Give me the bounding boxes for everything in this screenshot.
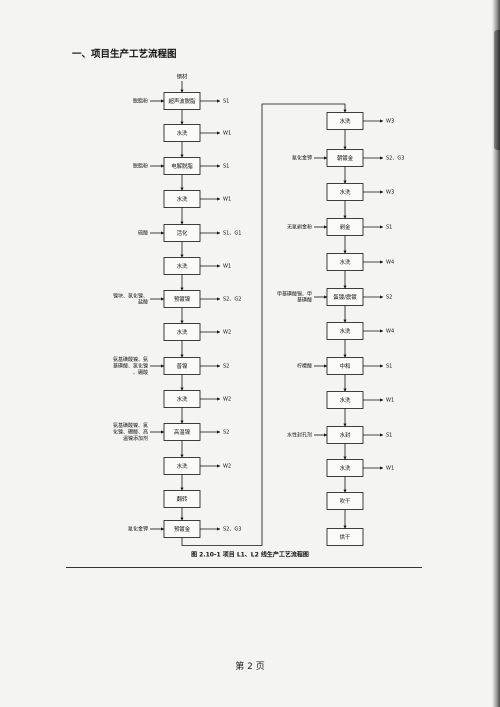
right_column-input-label-line: 无氰剥金粉 bbox=[287, 224, 312, 231]
left_column-step-label: 水洗 bbox=[177, 395, 188, 403]
left_column-step-label: 高温镍 bbox=[174, 428, 191, 436]
left_column-output-label: S2、G3 bbox=[223, 527, 241, 533]
left_column-output-label: W2 bbox=[223, 397, 231, 403]
left_column-input-label-line: 温镍添加剂 bbox=[123, 435, 148, 442]
right_column-input-label-line: 基磺酸 bbox=[297, 297, 312, 304]
left_column-input-label-line: 基磺酸、氯化镍 bbox=[113, 363, 148, 370]
right_column-output-label: S1 bbox=[386, 364, 392, 370]
right_column-step-label: 水洗 bbox=[340, 258, 351, 266]
left_column-output-label: S1 bbox=[223, 99, 229, 105]
left_column-step-label: 电解脱脂 bbox=[171, 162, 193, 170]
right_column-step-label: 水封 bbox=[340, 431, 351, 439]
left_column-input-label-line: 硫酸 bbox=[138, 230, 148, 237]
page-number: 第 2 页 bbox=[235, 662, 265, 672]
left_column-input-label-line: 脱脂粉 bbox=[133, 98, 148, 105]
right_column-output-label: W1 bbox=[386, 398, 394, 404]
right_column-input-label-line: 氰化金钾 bbox=[292, 155, 312, 162]
right_column-output-label: W4 bbox=[386, 329, 394, 335]
right_column-step-label: 中和 bbox=[340, 362, 351, 370]
left_column-step-label: 预镀金 bbox=[174, 525, 191, 533]
left_column-step-label: 水洗 bbox=[177, 462, 188, 470]
left_column-input-label-line: 化镍、硼酸、高 bbox=[113, 429, 148, 436]
right_column-input-label-line: 甲基磺酸锡、甲 bbox=[277, 290, 312, 297]
scan-binder-clip bbox=[494, 30, 500, 150]
left_column-step-label: 活化 bbox=[177, 229, 188, 237]
right_column-output-label: W4 bbox=[386, 260, 394, 266]
right_column-step-label: 朝镀金 bbox=[337, 154, 354, 162]
scan-edge-shadow bbox=[492, 0, 500, 707]
left_column-output-label: S1、G1 bbox=[223, 231, 241, 237]
bottom-rule bbox=[66, 567, 422, 568]
right_column-output-label: S1 bbox=[386, 225, 392, 231]
raw-material-label: 钢材 bbox=[177, 73, 188, 81]
left_column-step-label: 水洗 bbox=[177, 195, 188, 203]
left_column-input-label-line: 、硼酸 bbox=[133, 369, 148, 376]
right_column-output-label: W3 bbox=[386, 119, 394, 125]
left_column-step-label: 预镀镍 bbox=[174, 295, 191, 303]
left_column-input-label-line: 镍块、氯化镍、 bbox=[113, 292, 148, 299]
right_column-step-label: 剥金 bbox=[340, 223, 351, 231]
right_column-output-label: S2、G3 bbox=[386, 156, 404, 162]
left_column-output-label: S1 bbox=[223, 164, 229, 170]
left_column-step-label: 水洗 bbox=[177, 262, 188, 270]
right_column-input-label-line: 柠檬酸 bbox=[297, 363, 312, 370]
right_column-input-label-line: 水性封孔剂 bbox=[287, 432, 312, 439]
right_column-output-label: S1 bbox=[386, 433, 392, 439]
left_column-output-label: S2、G2 bbox=[223, 297, 241, 303]
left_column-output-label: W1 bbox=[223, 264, 231, 270]
left_column-step-label: 水洗 bbox=[177, 328, 188, 336]
right_column-step-label: 水洗 bbox=[340, 396, 351, 404]
left_column-output-label: W1 bbox=[223, 131, 231, 137]
left_column-input-label-line: 盐酸 bbox=[138, 299, 148, 306]
figure-caption: 图 2.10-1 项目 L1、L2 线生产工艺流程图 bbox=[191, 551, 309, 559]
section-heading: 一、项目生产工艺流程图 bbox=[72, 49, 177, 60]
right_column-step-label: 吹干 bbox=[340, 497, 351, 505]
left_column-step-label: 翻转 bbox=[177, 495, 188, 503]
right_column-step-box bbox=[326, 528, 364, 546]
right_column-step-label: 水洗 bbox=[340, 117, 351, 125]
column-link-connector bbox=[181, 103, 347, 546]
left_column-output-label: S2 bbox=[223, 364, 229, 370]
left_column-step-label: 水洗 bbox=[177, 129, 188, 137]
left_column-input-label-line: 氨基磺酸镍、氯 bbox=[113, 422, 148, 429]
left_column-output-label: W2 bbox=[223, 330, 231, 336]
right_column-step-label: 烘干 bbox=[340, 533, 351, 541]
right_column-step-label: 水洗 bbox=[340, 464, 351, 472]
right_column-step-label: 水洗 bbox=[340, 327, 351, 335]
left_column-output-label: W2 bbox=[223, 464, 231, 470]
right_column-step-label: 蛋镀/震镀 bbox=[333, 293, 357, 301]
left_column-input-label-line: 氰化金钾 bbox=[128, 526, 148, 533]
left_column-input-label-line: 氨基磺酸镍、氨 bbox=[113, 356, 148, 363]
left_column-output-label: S2 bbox=[223, 430, 229, 436]
right_column-output-label: W3 bbox=[386, 190, 394, 196]
left_column-step-label: 普镍 bbox=[177, 362, 188, 370]
right_column-output-label: W1 bbox=[386, 466, 394, 472]
right_column-step-label: 水洗 bbox=[340, 188, 351, 196]
left_column-input-label-line: 脱脂粉 bbox=[133, 163, 148, 170]
left_column-output-label: W1 bbox=[223, 197, 231, 203]
right_column-output-label: S2 bbox=[386, 295, 392, 301]
left_column-step-label: 超声波脱脂 bbox=[169, 97, 197, 105]
